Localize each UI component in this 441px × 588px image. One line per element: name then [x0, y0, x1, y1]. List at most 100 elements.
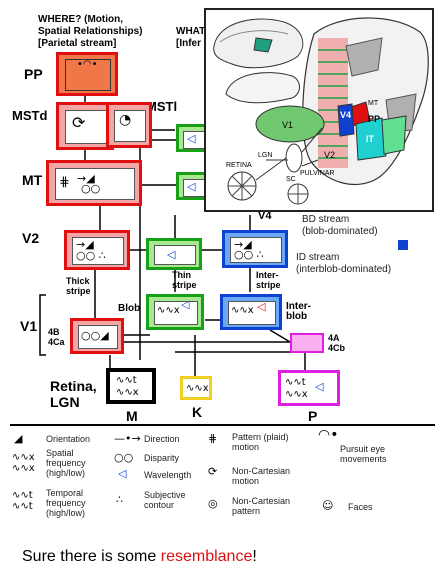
where-line-3: [Parietal stream] [38, 38, 117, 49]
level-pp: PP [24, 66, 43, 82]
layer-4ca: 4Ca [48, 337, 65, 347]
legend-noncart-1: Non-Cartesian [232, 466, 291, 476]
spatial-freq-icon-interblob: ∿∿x [231, 305, 254, 316]
layer-4b-4ca-label: 4B 4Ca [48, 327, 65, 347]
id-line-2: (interblob-dominated) [296, 264, 392, 275]
level-v4: V4 [258, 210, 272, 222]
thick-stripe-word: stripe [66, 286, 91, 296]
wavelength-icon-blob: ◁ [181, 298, 190, 311]
layer-4cb: 4Cb [328, 343, 346, 353]
blob-box: ∿∿x ◁ [146, 294, 204, 330]
thick-stripe-label: Thick stripe [66, 276, 91, 296]
legend-noncartpat-2: pattern [232, 506, 261, 516]
brain-v2-label: V2 [324, 150, 336, 160]
legend-pattern: Pattern (plaid) motion [232, 432, 289, 452]
pursuit-eye-legend-icon: ◠• [318, 427, 339, 443]
id-swatch [398, 240, 408, 250]
mstl-box: ◔ [106, 102, 152, 148]
brain-drawing [213, 17, 429, 205]
wavelength-icon-p: ◁ [315, 380, 324, 393]
legend-pattern-1: Pattern (plaid) [232, 432, 289, 442]
blob-label: Blob [118, 303, 141, 314]
legend-subjective-2: contour [144, 500, 175, 510]
level-retina: Retina, [50, 378, 97, 394]
interstripe-label: Inter- stripe [256, 270, 281, 290]
p-label: P [308, 408, 318, 424]
thin-stripe-word: stripe [172, 280, 197, 290]
interblob-label: Inter- blob [286, 302, 311, 322]
legend-orientation: Orientation [46, 434, 91, 444]
level-mstl: MSTl [146, 99, 178, 114]
thin-stripe-box: ◁ [146, 238, 202, 270]
bd-line-2: (blob-dominated) [302, 226, 378, 237]
brain-v1-label: V1 [282, 120, 294, 130]
layer-4a-4cb-label: 4A 4Cb [328, 333, 345, 353]
subjective-contour-legend-icon: ∴ [116, 493, 123, 506]
legend-pursuit-1: Pursuit eye [340, 444, 386, 454]
inter-label: Inter- [256, 270, 279, 280]
level-lgn: LGN [50, 394, 80, 410]
level-mt: MT [22, 172, 43, 188]
legend-spatial-3: (high/low) [46, 468, 86, 478]
wavelength-icon-a: ◁ [187, 132, 196, 145]
disparity-icon-4b: ○○◢ [81, 329, 109, 342]
mt-box: ⋕ →◢ ○○ [46, 160, 142, 206]
legend-noncartpat-1: Non-Cartesian [232, 496, 291, 506]
where-stream-title: WHERE? (Motion, Spatial Relationships) [… [38, 14, 142, 50]
spatial-freq-icon-p: ∿∿x [285, 389, 308, 400]
legend-noncart-pattern: Non-Cartesian pattern [232, 496, 290, 516]
legend-subjective-1: Subjective [144, 490, 186, 500]
m-label: M [126, 408, 138, 424]
green-box-middle: ◁ [176, 172, 208, 200]
legend-spatial: Spatial frequency (high/low) [46, 448, 86, 478]
layer-4b-box: ○○◢ [70, 318, 124, 354]
layer-4b: 4B [48, 327, 60, 337]
caption-prefix: Sure there is some [22, 548, 161, 565]
where-line-1: WHERE? (Motion, [38, 14, 123, 25]
caption-suffix: ! [252, 548, 257, 565]
temporal-frequency-icon: ∿∿t∿∿t [12, 490, 33, 512]
interblob-label-1: Inter- [286, 301, 311, 312]
layer-4a: 4A [328, 333, 340, 343]
id-line-1: ID stream [296, 252, 340, 263]
brain-sc-label: SC [286, 176, 296, 183]
brain-lgn-label: LGN [258, 152, 273, 159]
legend-disparity: Disparity [144, 453, 180, 463]
direction-arrow-icon: —•→ [114, 432, 141, 445]
legend-spatial-2: frequency [46, 458, 86, 468]
brain-pp-label: PP [368, 114, 381, 124]
level-v2: V2 [22, 230, 40, 246]
pp-box: •◠• [56, 52, 118, 96]
orientation-icon: ◢ [14, 432, 23, 445]
bd-stream-legend: BD stream (blob-dominated) [302, 214, 378, 238]
faces-icon: ☺ [322, 499, 334, 512]
legend-temporal-3: (high/low) [46, 508, 86, 518]
layer-4a-box [290, 333, 324, 353]
inter-stripe-word: stripe [256, 280, 281, 290]
spatial-freq-icon-blob: ∿∿x [157, 305, 180, 316]
spatial-freq-icon-k: ∿∿x [186, 383, 209, 394]
brain-v4-label: V4 [340, 110, 352, 120]
wavelength-icon-b: ◁ [187, 180, 196, 193]
temporal-freq-icon-p: ∿∿t [285, 377, 306, 388]
legend-temporal-1: Temporal [46, 488, 84, 498]
spatial-freq-icon-m: ∿∿x [116, 387, 139, 398]
thick-stripe-box: →◢ ○○ ∴ [64, 230, 130, 270]
p-pathway-box: ∿∿t ∿∿x ◁ [278, 370, 340, 406]
mstd-box: ⟳ [56, 102, 114, 150]
legend-noncart-2: motion [232, 476, 260, 486]
noncartesian-motion-legend-icon: ⟳ [208, 465, 218, 478]
what-stream-title: WHAT [Infer [176, 26, 205, 50]
pattern-motion-icon: ⋕ [59, 175, 70, 190]
legend-pattern-2: motion [232, 442, 260, 452]
where-line-2: Spatial Relationships) [38, 26, 143, 37]
orientation-icon-v2: →◢ [234, 238, 252, 251]
caption-highlight: resemblance [160, 548, 253, 565]
legend-subjective: Subjective contour [144, 490, 186, 510]
pursuit-icon: •◠• [77, 59, 98, 70]
m-pathway-box: ∿∿t ∿∿x [106, 368, 156, 404]
what-line-2: [Infer [176, 38, 201, 49]
brain-pulvinar-label: PULVINAR [300, 170, 335, 177]
id-stream-legend: ID stream (interblob-dominated) [296, 252, 391, 276]
interblob-box: ∿∿x ◁ [220, 294, 282, 330]
